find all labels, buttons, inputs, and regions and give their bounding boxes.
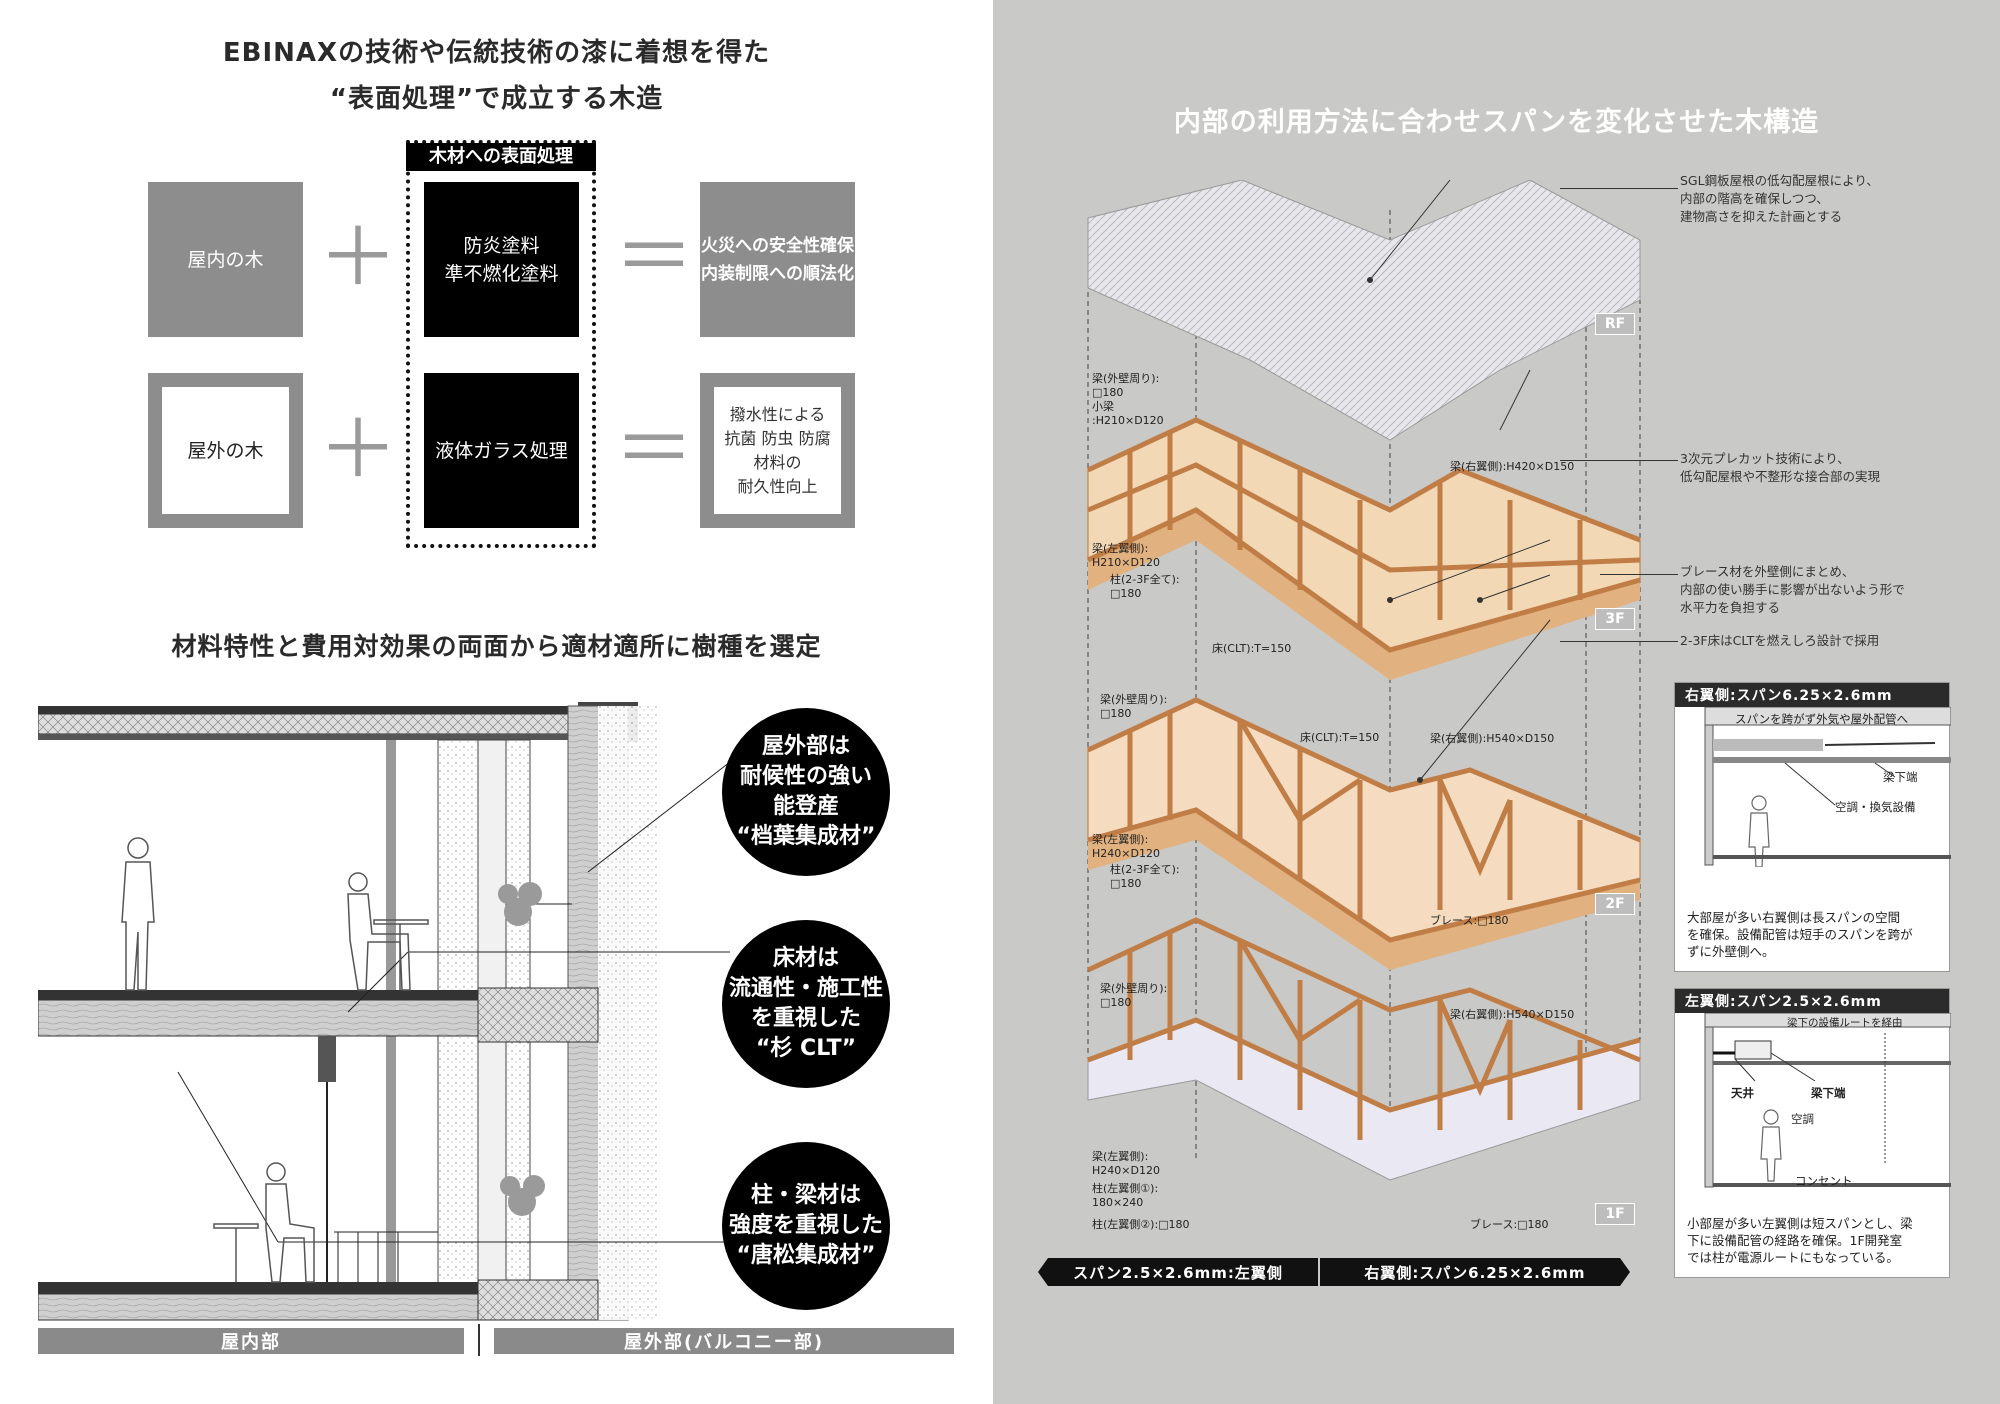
inset-right-wing-l2: 梁下端 — [1883, 770, 1918, 784]
label-3f-small-beam: 小梁 :H210×D120 — [1092, 400, 1164, 427]
floor-1f-frame — [1086, 917, 1641, 1181]
exterior-material-circle: 屋外部は 耐候性の強い 能登産 “档葉集成材” — [722, 708, 890, 876]
label-3f-beam-left: 梁(左翼側): H210×D120 — [1092, 542, 1160, 569]
floor-tag-rf: RF — [1595, 313, 1635, 335]
outdoor-wood-box: 屋外の木 — [148, 373, 303, 528]
floor-tag-3f: 3F — [1595, 608, 1635, 630]
structure-material-circle: 柱・梁材は 強度を重視した “唐松集成材” — [722, 1142, 890, 1310]
plus-sign-2: ＋ — [318, 403, 398, 496]
inset-left-wing-head: 左翼側:スパン2.5×2.6mm — [1675, 989, 1949, 1013]
label-3f-column: 柱(2-3F全て): □180 — [1110, 573, 1180, 600]
label-1f-beam-left: 梁(左翼側): H240×D120 — [1092, 1150, 1160, 1177]
equals-sign-1: ＝ — [614, 211, 694, 304]
inset-left-wing: 左翼側:スパン2.5×2.6mm 梁下の設備ルートを経由 天井 梁下端 空調 コ… — [1674, 988, 1952, 1278]
label-2f-beam-right: 梁(右翼側):H540×D150 — [1430, 732, 1555, 745]
span-right-banner: 右翼側:スパン6.25×2.6mm — [1320, 1258, 1630, 1286]
inset-left-wing-text: 小部屋が多い左翼側は短スパンとし、梁 下に設備配管の経路を確保。1F開発室 では… — [1687, 1216, 1913, 1265]
outdoor-bar: 屋外部(バルコニー部) — [494, 1328, 954, 1354]
span-left-banner: スパン2.5×2.6mm:左翼側 — [1038, 1258, 1318, 1286]
floor-tag-1f: 1F — [1595, 1203, 1635, 1225]
label-2f-beam-outer: 梁(外壁周り): □180 — [1100, 693, 1168, 720]
note-roof: SGL鋼板屋根の低勾配屋根により、 内部の階高を確保しつつ、 建物高さを抑えた計… — [1680, 173, 1879, 224]
label-2f-column: 柱(2-3F全て): □180 — [1110, 863, 1180, 890]
inset-left-wing-l5: コンセント — [1795, 1174, 1853, 1188]
inset-left-wing-l2: 天井 — [1731, 1086, 1754, 1100]
inset-right-wing-l3: 空調・換気設備 — [1835, 800, 1916, 814]
fire-retardant-box: 防炎塗料 準不燃化塗料 — [424, 182, 579, 337]
note-brace-leader — [1600, 574, 1678, 575]
indoor-wood-box: 屋内の木 — [148, 182, 303, 337]
liquid-glass-box: 液体ガラス処理 — [424, 373, 579, 528]
equals-sign-2: ＝ — [614, 403, 694, 496]
axonometric-structure — [1086, 180, 1641, 1181]
floor-material-circle: 床材は 流通性・施工性 を重視した “杉 CLT” — [722, 920, 890, 1088]
label-3f-floor: 床(CLT):T=150 — [1212, 642, 1292, 655]
left-panel: EBINAXの技術や伝統技術の漆に着想を得た “表面処理”で成立する木造 木材へ… — [0, 0, 993, 1404]
note-clt-leader — [1560, 641, 1678, 642]
label-2f-floor: 床(CLT):T=150 — [1300, 731, 1380, 744]
label-1f-column-2: 柱(左翼側②):□180 — [1092, 1218, 1190, 1231]
note-precut-leader — [1560, 460, 1678, 461]
label-1f-brace: ブレース:□180 — [1470, 1218, 1549, 1231]
note-roof-leader — [1560, 188, 1678, 189]
inset-right-wing-l1: スパンを跨がず外気や屋外配管へ — [1735, 712, 1909, 726]
title-line-2: “表面処理”で成立する木造 — [329, 84, 664, 114]
inset-left-wing-l1: 梁下の設備ルートを経由 — [1787, 1017, 1903, 1029]
note-brace: ブレース材を外壁側にまとめ、 内部の使い勝手に影響が出ないよう形で 水平力を負担… — [1680, 564, 1905, 615]
bar-divider — [478, 1324, 480, 1356]
floor-tag-2f: 2F — [1595, 893, 1635, 915]
treatment-label: 木材への表面処理 — [406, 143, 596, 171]
floor-2f-frame — [1086, 697, 1641, 970]
plus-sign-1: ＋ — [318, 211, 398, 304]
title-line-1: EBINAXの技術や伝統技術の漆に着想を得た — [222, 38, 771, 68]
inset-left-wing-l4: 空調 — [1791, 1112, 1814, 1126]
label-3f-beam-right: 梁(右翼側):H420×D150 — [1450, 460, 1575, 473]
label-3f-beam-outer: 梁(外壁周り): □180 — [1092, 372, 1160, 399]
label-1f-beam-right: 梁(右翼側):H540×D150 — [1450, 1008, 1575, 1021]
right-title: 内部の利用方法に合わせスパンを変化させた木構造 — [1173, 107, 1820, 138]
section-drawing — [38, 702, 731, 1321]
treatment-frame — [406, 140, 596, 548]
indoor-bar: 屋内部 — [38, 1328, 464, 1354]
label-1f-beam-outer: 梁(外壁周り): □180 — [1100, 982, 1168, 1009]
inset-right-wing-drawing — [1704, 706, 1952, 868]
inset-right-wing-head: 右翼側:スパン6.25×2.6mm — [1675, 683, 1949, 707]
label-2f-beam-left: 梁(左翼側): H240×D120 — [1092, 833, 1160, 860]
inset-left-wing-drawing — [1704, 1012, 1952, 1188]
label-2f-brace: ブレース:□180 — [1430, 914, 1509, 927]
durability-result-box: 撥水性による 抗菌 防虫 防腐 材料の 耐久性向上 — [700, 373, 855, 528]
label-1f-column-1: 柱(左翼側①): 180×240 — [1092, 1182, 1159, 1209]
section-title: 材料特性と費用対効果の両面から適材適所に樹種を選定 — [171, 632, 822, 661]
note-precut: 3次元プレカット技術により、 低勾配屋根や不整形な接合部の実現 — [1680, 451, 1881, 484]
inset-right-wing: 右翼側:スパン6.25×2.6mm スパンを跨がず外気や屋外配管へ 梁下端 空調… — [1674, 682, 1952, 972]
fire-safety-result-box: 火災への安全性確保 内装制限への順法化 — [700, 182, 855, 337]
inset-right-wing-text: 大部屋が多い右翼側は長スパンの空間 を確保。設備配管は短手のスパンを跨が ずに外… — [1687, 910, 1913, 959]
inset-left-wing-l3: 梁下端 — [1811, 1086, 1846, 1100]
note-clt: 2-3F床はCLTを燃えしろ設計で採用 — [1680, 633, 1880, 648]
floor-3f-frame — [1086, 417, 1641, 680]
